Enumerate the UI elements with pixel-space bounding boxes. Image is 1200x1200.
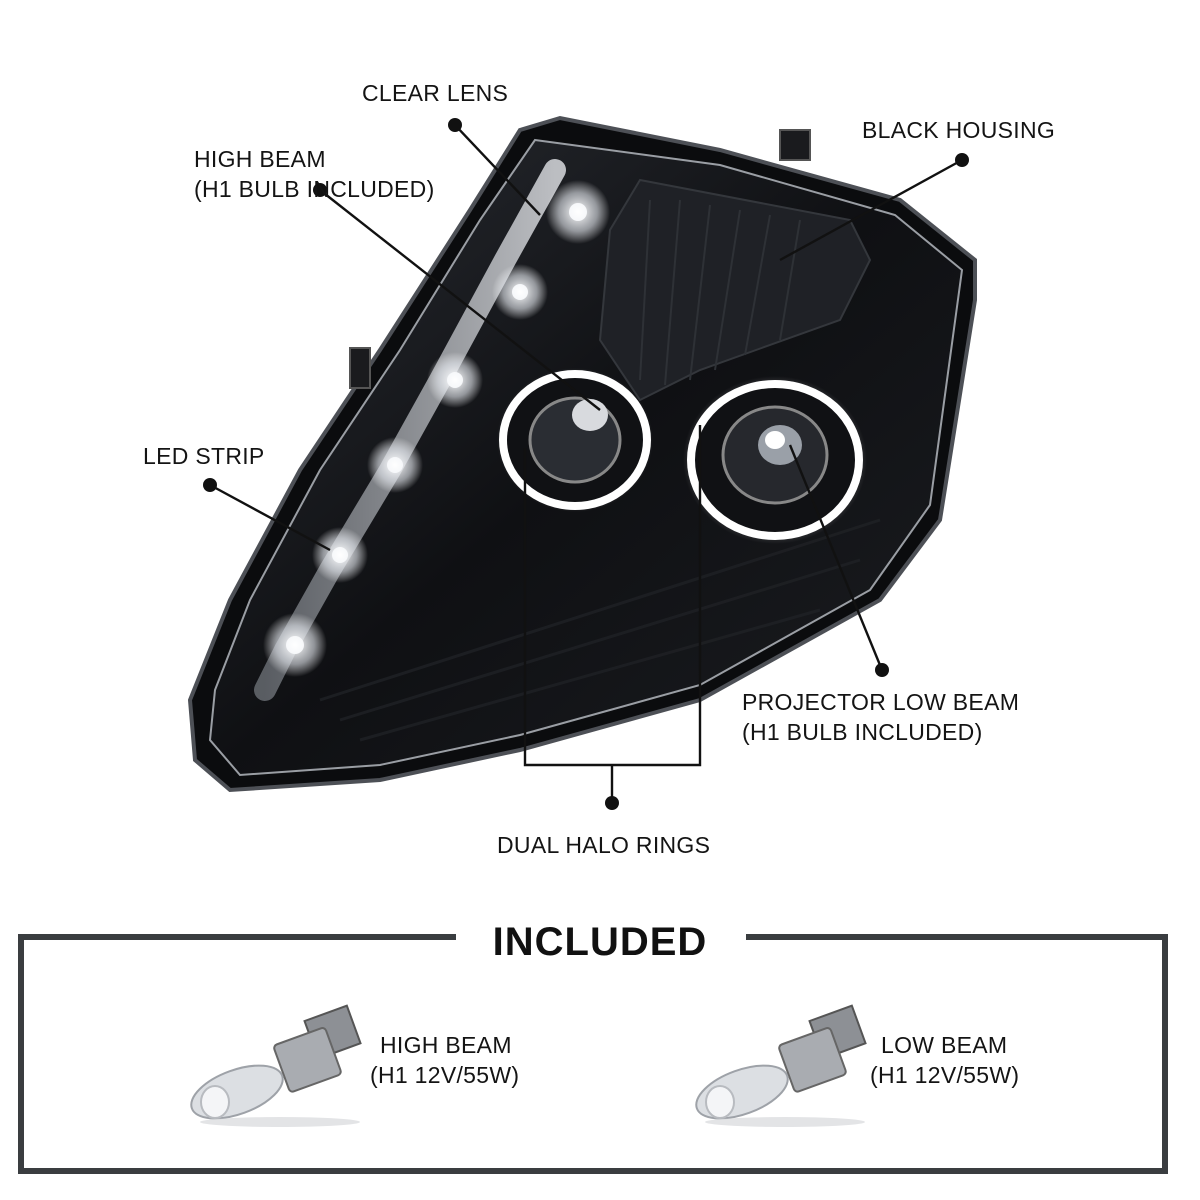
halo-ring-left [480, 351, 670, 529]
label-led-strip: LED STRIP [143, 443, 265, 469]
label-projector-low-beam: PROJECTOR LOW BEAM [742, 689, 1020, 715]
included-item-2-title: LOW BEAM [881, 1032, 1008, 1058]
label-dual-halo-rings: DUAL HALO RINGS [497, 832, 711, 858]
label-high-beam: HIGH BEAM [194, 146, 326, 172]
led-glow [263, 180, 610, 677]
label-projector-bulb: (H1 BULB INCLUDED) [742, 719, 983, 745]
label-clear-lens: CLEAR LENS [362, 80, 509, 106]
headlight-illustration [187, 115, 977, 810]
connector-tab [779, 129, 811, 161]
callout-dots [203, 118, 969, 810]
included-box-top-right [746, 934, 1168, 940]
halo-ring-right [666, 359, 884, 561]
connector-tab [349, 347, 371, 389]
label-high-beam-bulb: (H1 BULB INCLUDED) [194, 176, 435, 202]
included-box-top-left [18, 934, 456, 940]
label-black-housing: BLACK HOUSING [862, 117, 1056, 143]
h1-bulb-icon [190, 1004, 362, 1127]
callout-lines [209, 124, 963, 803]
included-item-1-spec: (H1 12V/55W) [370, 1062, 520, 1088]
included-box [18, 934, 1168, 1174]
included-item-2-spec: (H1 12V/55W) [870, 1062, 1020, 1088]
included-item-1-title: HIGH BEAM [380, 1032, 512, 1058]
included-title: INCLUDED [492, 920, 708, 964]
h1-bulb-icon [695, 1004, 867, 1127]
